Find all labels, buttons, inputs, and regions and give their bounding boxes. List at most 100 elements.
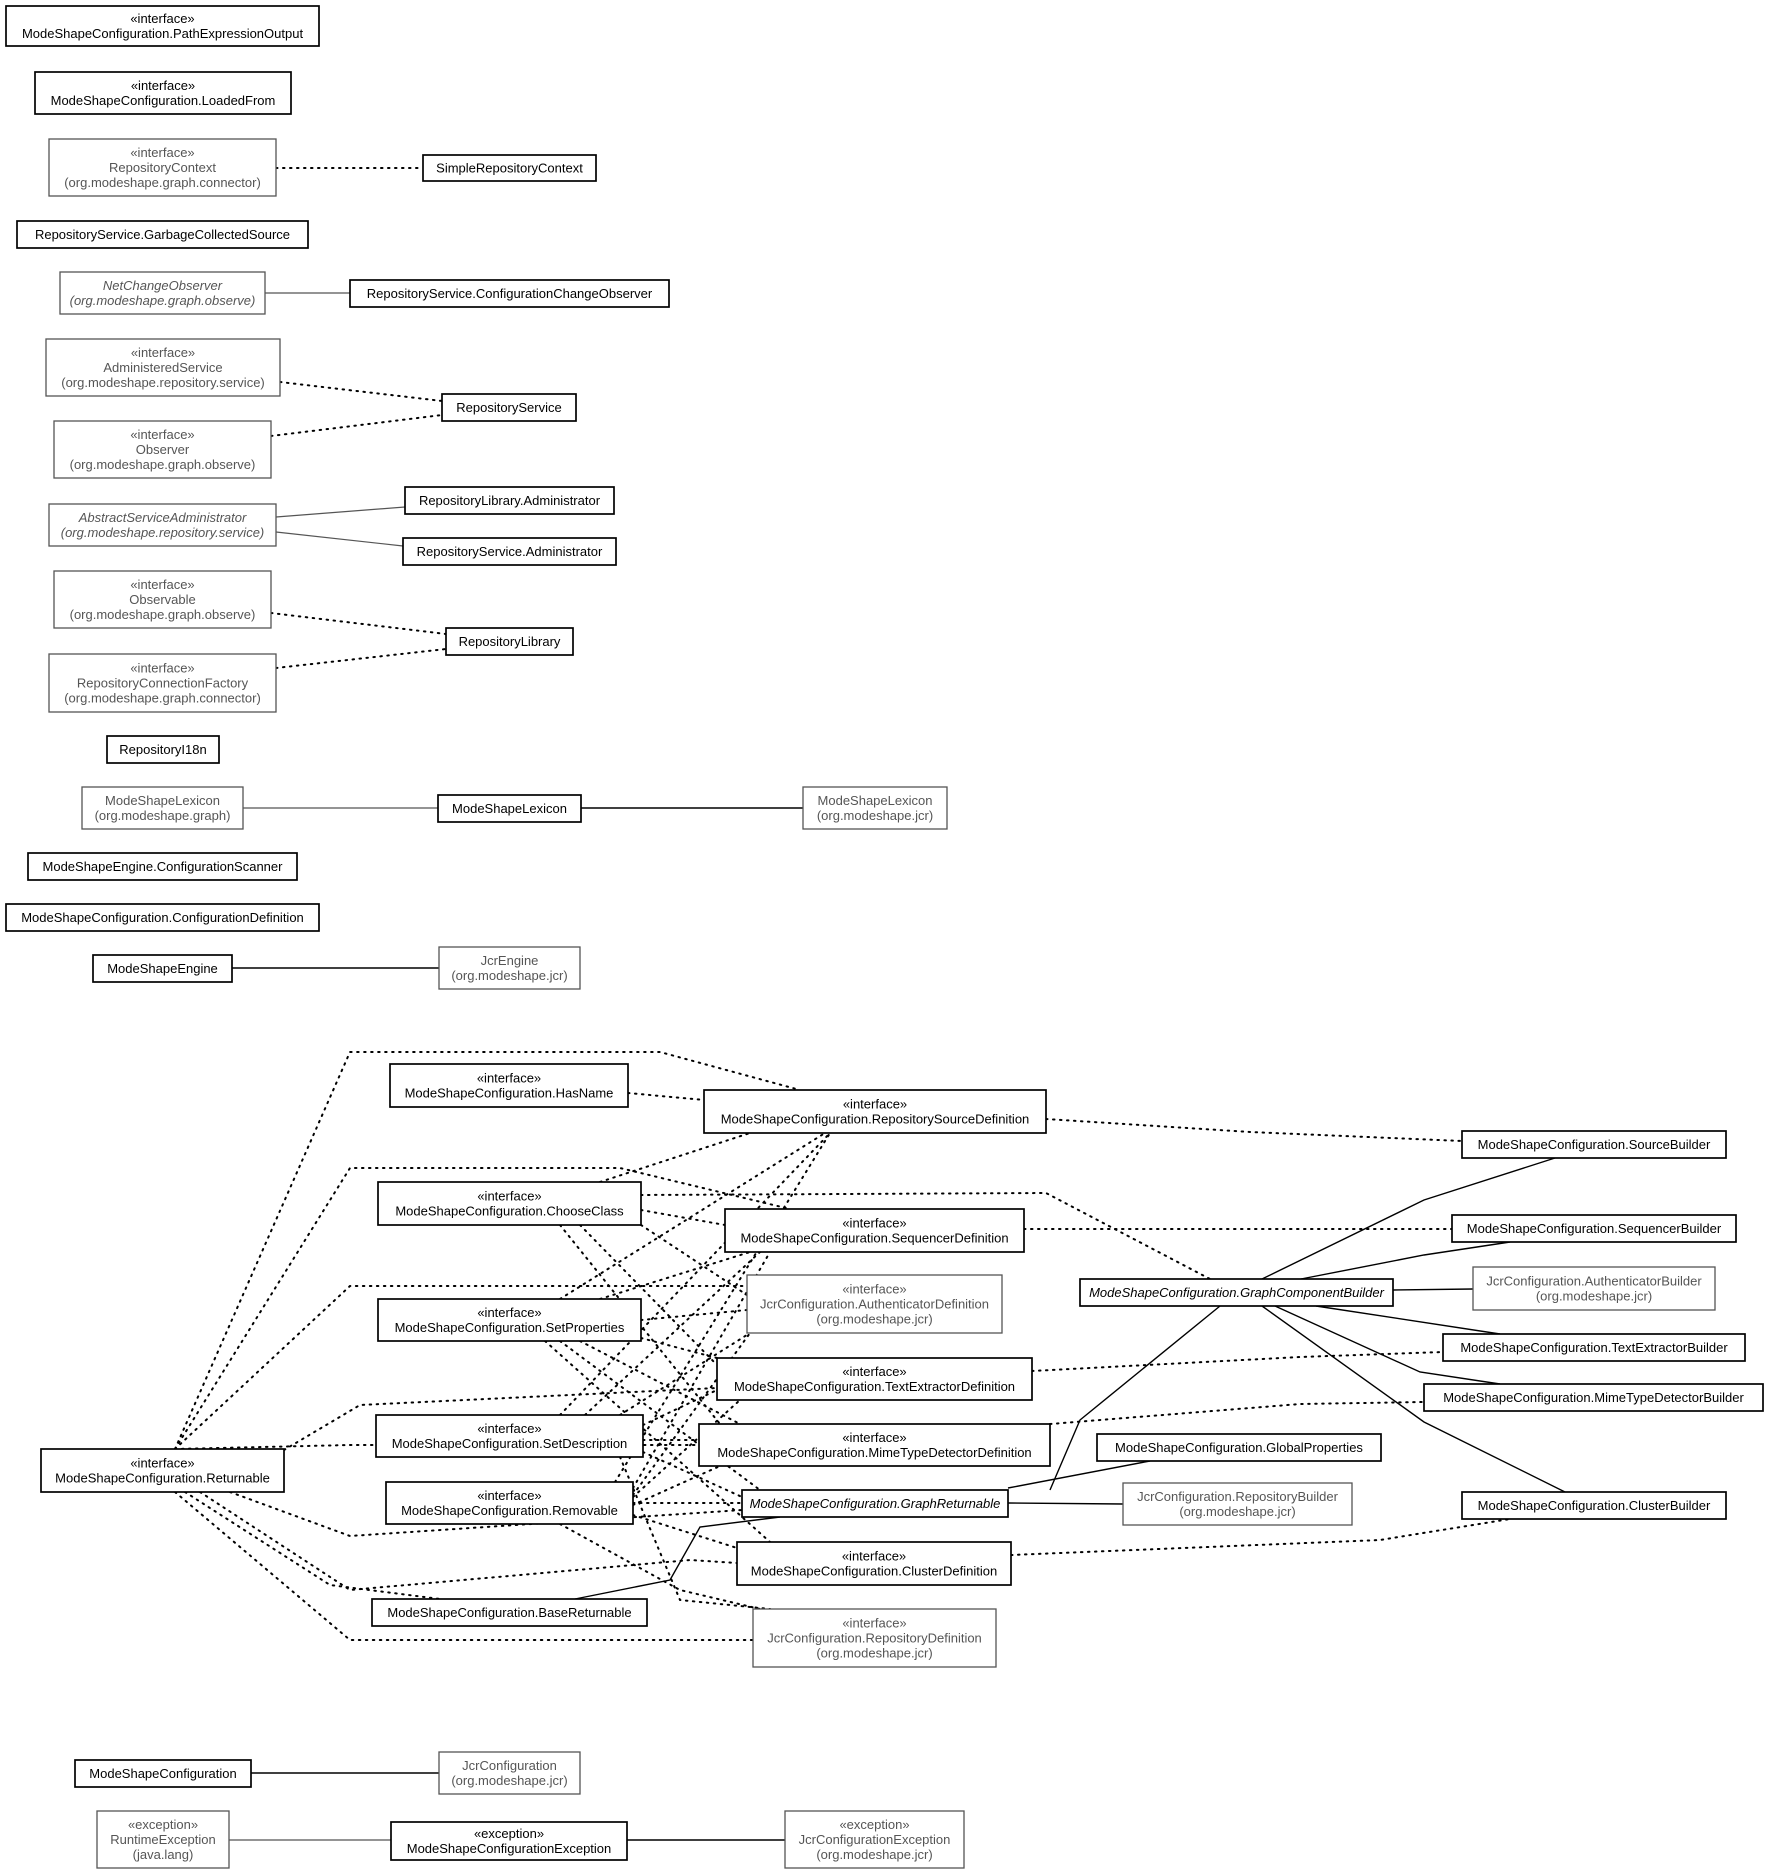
class-name-label: JcrConfiguration.RepositoryDefinition xyxy=(767,1631,982,1646)
class-node-repository-library[interactable]: RepositoryLibrary xyxy=(445,627,574,656)
class-node-set-description[interactable]: «interface»ModeShapeConfiguration.SetDes… xyxy=(375,1414,644,1458)
class-node-graph-lexicon[interactable]: ModeShapeLexicon(org.modeshape.graph) xyxy=(81,786,244,830)
class-name-label: Observer xyxy=(136,442,190,457)
class-name-label: RepositoryService.Administrator xyxy=(417,544,603,559)
class-node-repository-source-definition[interactable]: «interface»ModeShapeConfiguration.Reposi… xyxy=(703,1089,1047,1134)
class-name-label: JcrEngine xyxy=(481,953,539,968)
class-node-loaded-from[interactable]: «interface»ModeShapeConfiguration.Loaded… xyxy=(34,71,292,115)
edge-mime-type-detector-definition-to-mime-type-detector-builder xyxy=(1049,1401,1425,1425)
stereotype-label: «interface» xyxy=(130,145,194,160)
edge-removable-to-mime-type-detector-definition xyxy=(632,1465,721,1506)
class-box xyxy=(371,1598,648,1627)
class-node-jcr-lexicon[interactable]: ModeShapeLexicon(org.modeshape.jcr) xyxy=(802,786,948,830)
package-label: (org.modeshape.jcr) xyxy=(1536,1289,1652,1304)
stereotype-label: «interface» xyxy=(477,1421,541,1436)
class-node-cluster-builder[interactable]: ModeShapeConfiguration.ClusterBuilder xyxy=(1461,1491,1727,1520)
edge-graph-component-builder-to-source-builder xyxy=(1261,1157,1556,1280)
class-box xyxy=(389,1063,629,1108)
class-node-mode-shape-lexicon[interactable]: ModeShapeLexicon xyxy=(437,794,582,823)
class-node-service-administrator[interactable]: RepositoryService.Administrator xyxy=(402,537,617,566)
class-node-mode-shape-configuration-exception[interactable]: «exception»ModeShapeConfigurationExcepti… xyxy=(390,1821,628,1861)
class-node-path-expression-output[interactable]: «interface»ModeShapeConfiguration.PathEx… xyxy=(5,5,320,47)
edge-set-description-to-repository-source-definition xyxy=(559,1132,831,1416)
class-node-mime-type-detector-definition[interactable]: «interface»ModeShapeConfiguration.MimeTy… xyxy=(698,1423,1051,1467)
class-node-repository-definition[interactable]: «interface»JcrConfiguration.RepositoryDe… xyxy=(752,1608,997,1668)
class-name-label: RepositoryService.ConfigurationChangeObs… xyxy=(367,286,653,301)
class-node-graph-returnable[interactable]: ModeShapeConfiguration.GraphReturnable xyxy=(741,1489,1009,1518)
class-node-jcr-engine[interactable]: JcrEngine(org.modeshape.jcr) xyxy=(438,946,581,990)
class-node-observer[interactable]: «interface»Observer(org.modeshape.graph.… xyxy=(53,420,272,479)
class-box xyxy=(390,1821,628,1861)
class-node-choose-class[interactable]: «interface»ModeShapeConfiguration.Choose… xyxy=(377,1181,642,1226)
class-node-cluster-definition[interactable]: «interface»ModeShapeConfiguration.Cluste… xyxy=(736,1541,1012,1586)
stereotype-label: «interface» xyxy=(842,1549,906,1564)
package-label: (java.lang) xyxy=(133,1847,194,1862)
edge-set-properties-to-graph-returnable xyxy=(559,1340,761,1491)
class-name-label: ModeShapeConfiguration.LoadedFrom xyxy=(51,93,276,108)
class-node-observable[interactable]: «interface»Observable(org.modeshape.grap… xyxy=(53,570,272,629)
class-node-administered-service[interactable]: «interface»AdministeredService(org.modes… xyxy=(45,338,281,397)
class-node-set-properties[interactable]: «interface»ModeShapeConfiguration.SetPro… xyxy=(377,1298,642,1342)
class-name-label: ModeShapeConfiguration xyxy=(89,1766,236,1781)
edge-choose-class-to-authenticator-definition xyxy=(640,1224,748,1296)
stereotype-label: «interface» xyxy=(477,1071,541,1086)
class-node-returnable[interactable]: «interface»ModeShapeConfiguration.Return… xyxy=(40,1448,285,1493)
package-label: (org.modeshape.jcr) xyxy=(451,1773,567,1788)
class-box xyxy=(48,653,277,713)
class-node-repository-service[interactable]: RepositoryService xyxy=(441,393,577,422)
class-node-mode-shape-engine[interactable]: ModeShapeEngine xyxy=(92,954,233,983)
class-box xyxy=(27,852,298,881)
class-node-repository-builder[interactable]: JcrConfiguration.RepositoryBuilder(org.m… xyxy=(1122,1482,1353,1526)
edge-returnable-to-cluster-definition xyxy=(199,1491,738,1592)
class-box xyxy=(81,786,244,830)
class-node-garbage-collected-source[interactable]: RepositoryService.GarbageCollectedSource xyxy=(16,220,309,249)
edge-choose-class-to-graph-component-builder xyxy=(640,1191,1211,1280)
class-node-repository-context[interactable]: «interface»RepositoryContext(org.modesha… xyxy=(48,138,277,197)
class-name-label: SimpleRepositoryContext xyxy=(436,161,583,176)
package-label: (org.modeshape.jcr) xyxy=(816,1312,932,1327)
class-box xyxy=(59,271,266,315)
stereotype-label: «interface» xyxy=(842,1616,906,1631)
class-node-configuration-change-observer[interactable]: RepositoryService.ConfigurationChangeObs… xyxy=(349,279,670,308)
class-node-mode-shape-configuration[interactable]: ModeShapeConfiguration xyxy=(74,1759,252,1788)
class-node-configuration-definition[interactable]: ModeShapeConfiguration.ConfigurationDefi… xyxy=(5,903,320,932)
class-node-base-returnable[interactable]: ModeShapeConfiguration.BaseReturnable xyxy=(371,1598,648,1627)
class-box xyxy=(375,1414,644,1458)
class-node-sequencer-definition[interactable]: «interface»ModeShapeConfiguration.Sequen… xyxy=(724,1208,1025,1253)
class-node-global-properties[interactable]: ModeShapeConfiguration.GlobalProperties xyxy=(1096,1433,1382,1462)
edge-graph-component-builder-to-text-extractor-builder xyxy=(1315,1305,1501,1335)
class-box xyxy=(698,1423,1051,1467)
edge-returnable-to-authenticator-definition xyxy=(174,1285,748,1450)
class-node-sequencer-builder[interactable]: ModeShapeConfiguration.SequencerBuilder xyxy=(1451,1214,1737,1243)
class-box xyxy=(74,1759,252,1788)
stereotype-label: «interface» xyxy=(131,78,195,93)
class-node-runtime-exception[interactable]: «exception»RuntimeException(java.lang) xyxy=(96,1810,230,1869)
class-node-graph-component-builder[interactable]: ModeShapeConfiguration.GraphComponentBui… xyxy=(1079,1278,1394,1307)
class-node-removable[interactable]: «interface»ModeShapeConfiguration.Remova… xyxy=(385,1481,634,1525)
edge-graph-component-builder-to-mime-type-detector-builder xyxy=(1274,1305,1501,1385)
class-node-repository-connection-factory[interactable]: «interface»RepositoryConnectionFactory(o… xyxy=(48,653,277,713)
class-node-abstract-service-administrator[interactable]: AbstractServiceAdministrator(org.modesha… xyxy=(48,503,277,547)
class-node-repository-i18n[interactable]: RepositoryI18n xyxy=(106,735,220,764)
class-node-text-extractor-definition[interactable]: «interface»ModeShapeConfiguration.TextEx… xyxy=(716,1357,1033,1401)
stereotype-label: «interface» xyxy=(130,661,194,676)
class-box xyxy=(1461,1130,1727,1159)
edge-set-properties-to-repository-source-definition xyxy=(559,1132,826,1300)
class-box xyxy=(16,220,309,249)
class-box xyxy=(349,279,670,308)
class-node-library-administrator[interactable]: RepositoryLibrary.Administrator xyxy=(404,486,615,515)
class-name-label: ModeShapeConfiguration.SetDescription xyxy=(392,1436,628,1451)
class-box xyxy=(45,338,281,397)
class-box xyxy=(438,946,581,990)
class-node-has-name[interactable]: «interface»ModeShapeConfiguration.HasNam… xyxy=(389,1063,629,1108)
class-node-configuration-scanner[interactable]: ModeShapeEngine.ConfigurationScanner xyxy=(27,852,298,881)
class-node-jcr-configuration-exception[interactable]: «exception»JcrConfigurationException(org… xyxy=(784,1810,965,1869)
class-node-source-builder[interactable]: ModeShapeConfiguration.SourceBuilder xyxy=(1461,1130,1727,1159)
class-node-text-extractor-builder[interactable]: ModeShapeConfiguration.TextExtractorBuil… xyxy=(1442,1333,1746,1362)
class-node-authenticator-builder[interactable]: JcrConfiguration.AuthenticatorBuilder(or… xyxy=(1472,1266,1716,1311)
class-node-simple-repository-context[interactable]: SimpleRepositoryContext xyxy=(422,154,597,182)
class-node-jcr-configuration[interactable]: JcrConfiguration(org.modeshape.jcr) xyxy=(438,1751,581,1795)
class-node-mime-type-detector-builder[interactable]: ModeShapeConfiguration.MimeTypeDetectorB… xyxy=(1423,1383,1764,1412)
class-node-net-change-observer[interactable]: NetChangeObserver(org.modeshape.graph.ob… xyxy=(59,271,266,315)
class-node-authenticator-definition[interactable]: «interface»JcrConfiguration.Authenticato… xyxy=(746,1274,1003,1334)
